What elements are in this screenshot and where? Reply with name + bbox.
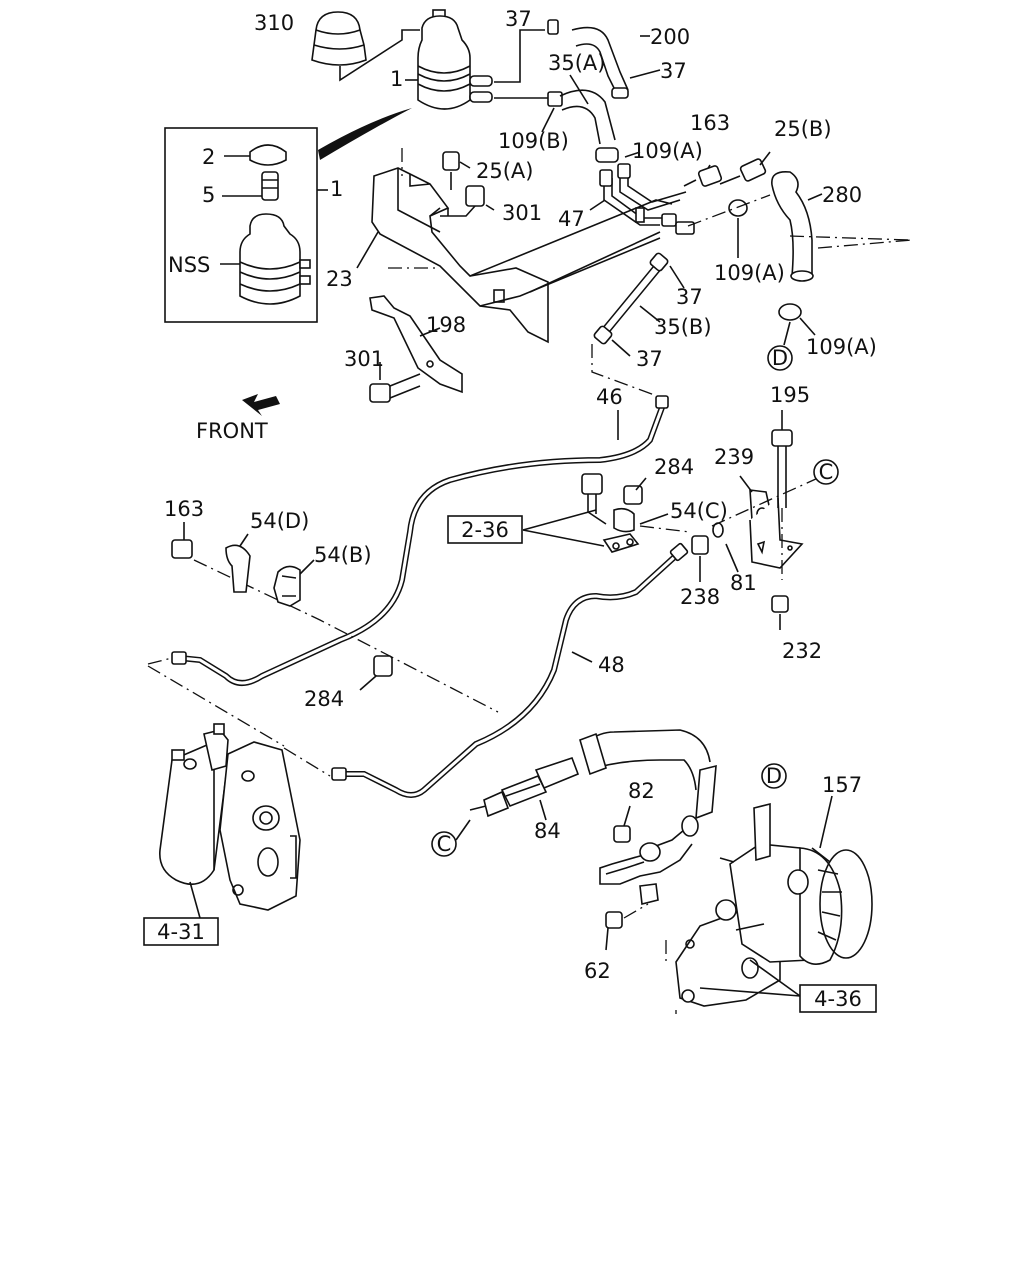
- clip-37-top: [547, 19, 559, 35]
- bolt-301-upper: [465, 185, 485, 207]
- front-arrow-icon: [242, 394, 280, 416]
- svg-text:2-36: 2-36: [461, 518, 509, 542]
- callout-109a-upper: 109(A): [632, 139, 703, 163]
- callout-47: 47: [558, 207, 585, 231]
- bracket-198: [369, 295, 463, 394]
- callout-54c: 54(C): [670, 499, 728, 523]
- pump-outlet-pipe: [599, 815, 699, 905]
- callout-37-mid: 37: [676, 285, 703, 309]
- callout-284-lower: 284: [304, 687, 344, 711]
- ref-box-2-36[interactable]: 2-36: [447, 515, 523, 544]
- callout-37-lower: 37: [636, 347, 663, 371]
- callout-81: 81: [730, 571, 757, 595]
- callout-35b: 35(B): [654, 315, 712, 339]
- callout-35a: 35(A): [548, 51, 605, 75]
- callout-280: 280: [822, 183, 862, 207]
- front-label: FRONT: [196, 419, 268, 443]
- ref-box-4-36[interactable]: 4-36: [799, 984, 877, 1013]
- callout-54d: 54(D): [250, 509, 309, 533]
- clamp-109a-mid: [728, 199, 748, 217]
- callout-239: 239: [714, 445, 754, 469]
- reservoir-cap-310: [311, 11, 367, 66]
- tube-fitting-47: [595, 147, 695, 235]
- nut-238: [691, 535, 709, 555]
- bolt-25b: [719, 158, 767, 185]
- hose-35b: [593, 252, 669, 345]
- nut-82: [613, 825, 631, 843]
- nut-232: [771, 595, 789, 613]
- callout-232: 232: [782, 639, 822, 663]
- bolt-163-upper: [683, 165, 723, 187]
- clamp-54b: [273, 565, 301, 607]
- hose-200: [571, 26, 629, 99]
- callout-46: 46: [596, 385, 623, 409]
- marker-c-upper: C: [813, 459, 839, 485]
- callout-157: 157: [822, 773, 862, 797]
- marker-d-lower: D: [761, 763, 787, 789]
- callout-200: 200: [650, 25, 690, 49]
- clamp-54d: [225, 544, 251, 593]
- callout-238: 238: [680, 585, 720, 609]
- callout-1-reservoir: 1: [390, 67, 403, 91]
- callout-163-upper: 163: [690, 111, 730, 135]
- callout-48: 48: [598, 653, 625, 677]
- clip-109b: [547, 91, 563, 107]
- callout-37-top: 37: [505, 7, 532, 31]
- svg-text:C: C: [819, 460, 834, 484]
- callout-301-lower: 301: [344, 347, 384, 371]
- callout-5: 5: [202, 183, 215, 207]
- inset-reservoir-components: [164, 127, 318, 323]
- callout-310: 310: [254, 11, 294, 35]
- nut-62: [605, 911, 623, 929]
- callout-37-right: 37: [660, 59, 687, 83]
- pipe-46: [171, 395, 669, 686]
- callout-301-upper: 301: [502, 201, 542, 225]
- hose-84: [469, 729, 717, 820]
- nut-284-lower: [373, 655, 393, 677]
- bracket-239: [749, 489, 804, 569]
- power-steering-pump: [675, 802, 873, 1007]
- bolt-25a: [442, 151, 460, 171]
- callout-195: 195: [770, 383, 810, 407]
- callout-109b: 109(B): [498, 129, 569, 153]
- steering-gear: [159, 723, 301, 911]
- callout-54b: 54(B): [314, 543, 372, 567]
- marker-c-lower: C: [431, 831, 457, 857]
- callout-1-inset: 1: [330, 177, 343, 201]
- svg-text:D: D: [772, 346, 788, 370]
- callout-163-lower: 163: [164, 497, 204, 521]
- bracket-23: [371, 167, 673, 344]
- callout-84: 84: [534, 819, 561, 843]
- callout-284-upper: 284: [654, 455, 694, 479]
- callout-62: 62: [584, 959, 611, 983]
- callout-82: 82: [628, 779, 655, 803]
- pipe-48: [331, 542, 689, 798]
- callout-25b: 25(B): [774, 117, 832, 141]
- callout-109a-mid: 109(A): [714, 261, 785, 285]
- svg-text:C: C: [437, 832, 452, 856]
- callout-109a-lower: 109(A): [806, 335, 877, 359]
- callout-25a: 25(A): [476, 159, 533, 183]
- bolt-301-lower: [369, 373, 421, 403]
- callout-198: 198: [426, 313, 466, 337]
- callout-23: 23: [326, 267, 353, 291]
- reservoir-1: [417, 9, 493, 110]
- clamp-109a-lower: [778, 303, 802, 321]
- callout-nss: NSS: [168, 253, 210, 277]
- svg-text:4-31: 4-31: [157, 920, 205, 944]
- bolt-195: [771, 429, 793, 508]
- svg-text:D: D: [766, 764, 782, 788]
- callout-2: 2: [202, 145, 215, 169]
- hose-35a: [559, 89, 616, 145]
- clamp-54c: [581, 473, 643, 553]
- svg-text:4-36: 4-36: [814, 987, 862, 1011]
- bolt-163-lower: [171, 539, 193, 559]
- hose-280: [771, 170, 814, 282]
- marker-d-upper: D: [767, 345, 793, 371]
- ref-box-4-31[interactable]: 4-31: [143, 917, 219, 946]
